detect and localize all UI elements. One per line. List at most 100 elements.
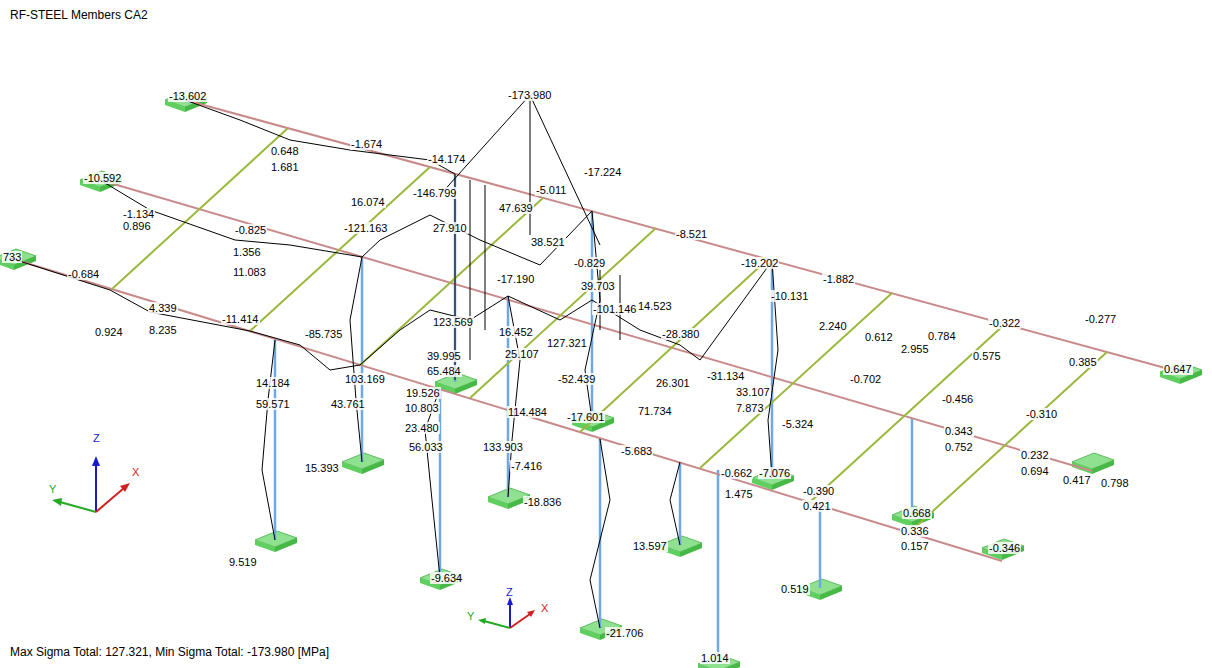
stress-value: 0.343 <box>944 425 974 437</box>
stress-value: 127.321 <box>546 337 588 349</box>
stress-value: 9.519 <box>228 556 258 568</box>
stress-value: -18.836 <box>523 496 562 508</box>
stress-value: -7.076 <box>758 467 791 479</box>
stress-value: 23.480 <box>404 422 440 434</box>
stress-value: -5.683 <box>620 445 653 457</box>
axis-label: X <box>131 466 140 478</box>
stress-value: 0.385 <box>1068 356 1098 368</box>
stress-value: 1.014 <box>700 652 730 664</box>
stress-value: 0.896 <box>122 220 152 232</box>
stress-value: 25.107 <box>504 348 540 360</box>
stress-value: 1.475 <box>724 488 754 500</box>
cross-members <box>112 128 1107 532</box>
stress-value: 123.569 <box>432 316 474 328</box>
stress-value: 0.421 <box>802 500 832 512</box>
stress-value: 47.639 <box>498 202 534 214</box>
stress-value: 38.521 <box>530 236 566 248</box>
stress-value: 733 <box>2 251 22 263</box>
stress-value: -10.592 <box>83 172 122 184</box>
stress-value: 39.703 <box>580 280 616 292</box>
stress-value: 0.336 <box>900 525 930 537</box>
stress-value: -8.521 <box>675 228 708 240</box>
stress-value: -10.131 <box>770 290 809 302</box>
stress-value: -146.799 <box>412 187 457 199</box>
axis-triad <box>52 456 535 628</box>
stress-value: -0.702 <box>849 373 882 385</box>
stress-value: 71.734 <box>637 405 673 417</box>
stress-value: 39.995 <box>426 350 462 362</box>
stress-value: 103.169 <box>344 373 386 385</box>
stress-value: -9.634 <box>430 572 463 584</box>
stress-value: 0.417 <box>1062 474 1092 486</box>
stress-value: 8.235 <box>148 324 178 336</box>
result-caption: Max Sigma Total: 127.321, Min Sigma Tota… <box>10 645 329 659</box>
stress-value: 0.752 <box>944 441 974 453</box>
stress-value: 0.784 <box>927 330 957 342</box>
stress-value: -101.146 <box>592 303 637 315</box>
stress-value: 33.107 <box>735 386 771 398</box>
stress-diagrams <box>10 95 778 628</box>
columns <box>275 174 912 664</box>
stress-value: 26.301 <box>655 377 691 389</box>
stress-value: -0.662 <box>720 467 753 479</box>
stress-value: 0.519 <box>780 583 810 595</box>
stress-value: 0.575 <box>972 350 1002 362</box>
stress-value: 10.803 <box>404 402 440 414</box>
stress-value: -52.439 <box>557 373 596 385</box>
stress-value: 14.523 <box>637 300 673 312</box>
stress-value: 0.694 <box>1020 465 1050 477</box>
stress-value: -0.390 <box>802 485 835 497</box>
stress-value: -21.706 <box>605 627 644 639</box>
stress-value: -14.174 <box>427 153 466 165</box>
axis-label: Z <box>92 432 101 444</box>
stress-value: 56.033 <box>408 441 444 453</box>
stress-value: 11.083 <box>232 266 267 278</box>
stress-value: 7.873 <box>735 402 765 414</box>
stress-value: -5.324 <box>781 418 814 430</box>
stress-value: 59.571 <box>255 398 291 410</box>
axis-label: Z <box>505 586 514 598</box>
stress-value: -0.346 <box>988 542 1021 554</box>
stress-value: 114.484 <box>507 406 548 418</box>
stress-value: -121.163 <box>343 222 388 234</box>
stress-value: -1.134 <box>122 208 155 220</box>
axis-label: Y <box>48 483 57 495</box>
stress-value: 65.484 <box>426 365 462 377</box>
stress-value: 0.647 <box>1163 363 1193 375</box>
stress-value: -17.601 <box>566 411 605 423</box>
stress-value: -173.980 <box>507 89 552 101</box>
stress-value: 0.798 <box>1100 477 1130 489</box>
stress-value: 2.240 <box>818 320 848 332</box>
stress-value: 15.393 <box>304 462 340 474</box>
stress-value: -7.416 <box>510 460 543 472</box>
stress-value: -0.456 <box>941 393 974 405</box>
stress-value: 0.612 <box>864 331 894 343</box>
axis-label: X <box>540 602 549 614</box>
stress-value: 133.903 <box>482 441 524 453</box>
stress-value: 27.910 <box>432 222 468 234</box>
footing-pads <box>0 91 1202 668</box>
beams <box>10 100 1180 561</box>
stress-value: 0.648 <box>270 145 300 157</box>
stress-value: -0.825 <box>234 224 267 236</box>
stress-value: -31.134 <box>706 370 745 382</box>
stress-value: -19.202 <box>740 257 779 269</box>
stress-value: 4.339 <box>148 302 178 314</box>
stress-value: -0.684 <box>67 268 100 280</box>
stress-value: -11.414 <box>221 313 260 325</box>
stress-value: -17.190 <box>496 273 535 285</box>
stress-value: 1.681 <box>270 161 300 173</box>
stress-value: 2.955 <box>900 343 930 355</box>
stress-value: -13.602 <box>168 90 207 102</box>
stress-value: 16.074 <box>350 196 386 208</box>
stress-value: -28.380 <box>661 328 700 340</box>
stress-value: -1.674 <box>350 138 383 150</box>
stress-value: 43.761 <box>330 398 366 410</box>
stress-value: 16.452 <box>498 326 534 338</box>
stress-value: -17.224 <box>583 166 622 178</box>
axis-label: Y <box>466 610 475 622</box>
chart-title: RF-STEEL Members CA2 <box>10 8 148 22</box>
stress-value: -5.011 <box>535 184 567 196</box>
stress-value: -85.735 <box>304 328 343 340</box>
stress-value: 14.184 <box>255 377 291 389</box>
